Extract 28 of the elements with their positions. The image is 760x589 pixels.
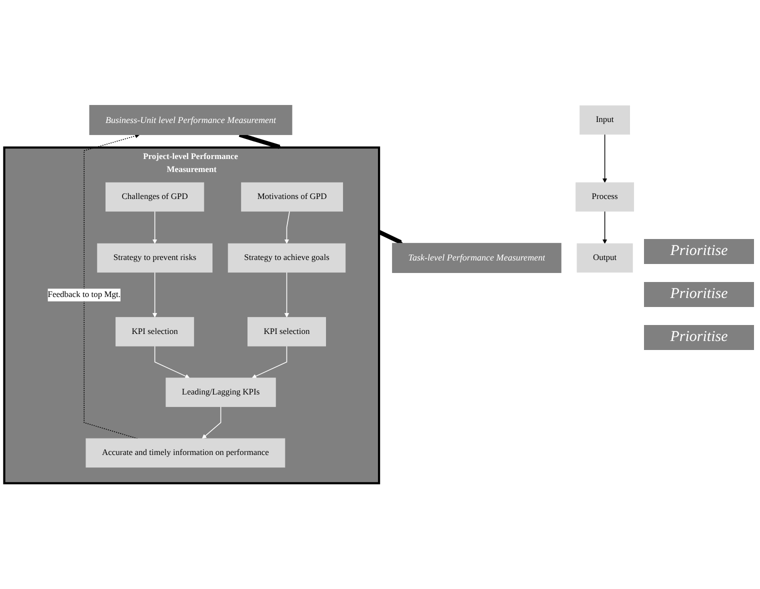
node-box: Process (576, 182, 634, 212)
node-box: Business-Unit level Performance Measurement (89, 105, 292, 136)
arrow (152, 211, 158, 244)
node-box: Strategy to achieve goals (228, 244, 346, 273)
arrow (284, 211, 290, 244)
prioritise-note: Prioritise (644, 239, 754, 264)
node-box: Task-level Performance Measurement (392, 243, 562, 274)
edge-label: Feedback to top Mgt. (48, 290, 121, 300)
arrow (252, 346, 288, 379)
arrow (284, 272, 290, 318)
node-box: Leading/Lagging KPIs (166, 378, 276, 408)
node-box: KPI selection (116, 317, 194, 347)
node-box: Input (580, 106, 630, 135)
arrow (202, 406, 222, 440)
prioritise-note: Prioritise (644, 282, 754, 307)
node-box: Strategy to prevent risks (97, 244, 212, 273)
arrow (602, 211, 608, 244)
arrow (154, 346, 190, 379)
node-box: Challenges of GPD (106, 182, 204, 212)
node-box: Motivations of GPD (241, 182, 343, 212)
prioritise-note: Prioritise (644, 325, 754, 350)
node-box: Output (576, 244, 633, 273)
arrow (84, 134, 140, 440)
arrow (378, 230, 403, 244)
arrow (602, 134, 608, 184)
node-box: KPI selection (248, 317, 326, 347)
arrow (152, 272, 158, 318)
node-box: Accurate and timely information on performance (86, 438, 286, 468)
